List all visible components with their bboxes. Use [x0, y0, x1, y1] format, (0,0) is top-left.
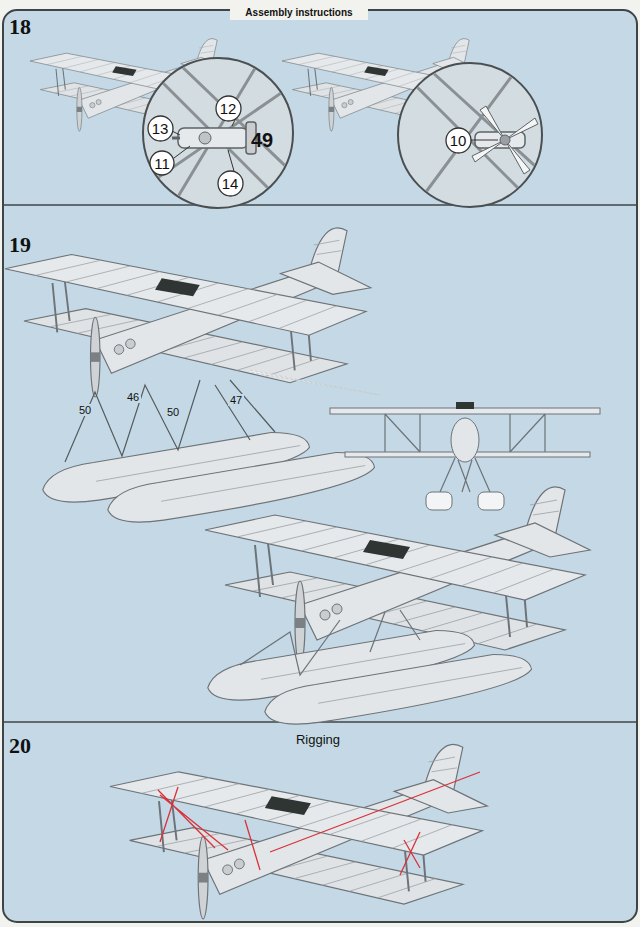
callout-circle: 12 — [215, 95, 242, 122]
part-number: 50 — [77, 404, 93, 416]
part-number: 47 — [228, 394, 244, 406]
callout-number: 12 — [220, 101, 237, 116]
callout-number: 14 — [222, 176, 239, 191]
step-heading: Rigging — [296, 733, 340, 747]
callout-number: 11 — [154, 156, 170, 171]
callout-circle: 13 — [147, 115, 174, 142]
part-number: 46 — [125, 391, 141, 403]
part-number: 49 — [251, 129, 273, 151]
callout-circle: 10 — [445, 127, 472, 154]
page-title: Assembly instructions — [245, 7, 352, 18]
step-number: 18 — [9, 15, 31, 39]
callout-number: 10 — [450, 133, 467, 148]
step-number: 20 — [9, 734, 31, 758]
step-number: 19 — [9, 233, 31, 257]
part-number: 50 — [165, 406, 181, 418]
callout-circle: 14 — [217, 170, 244, 197]
callout-number: 13 — [152, 121, 169, 136]
callout-circle: 11 — [149, 150, 175, 176]
